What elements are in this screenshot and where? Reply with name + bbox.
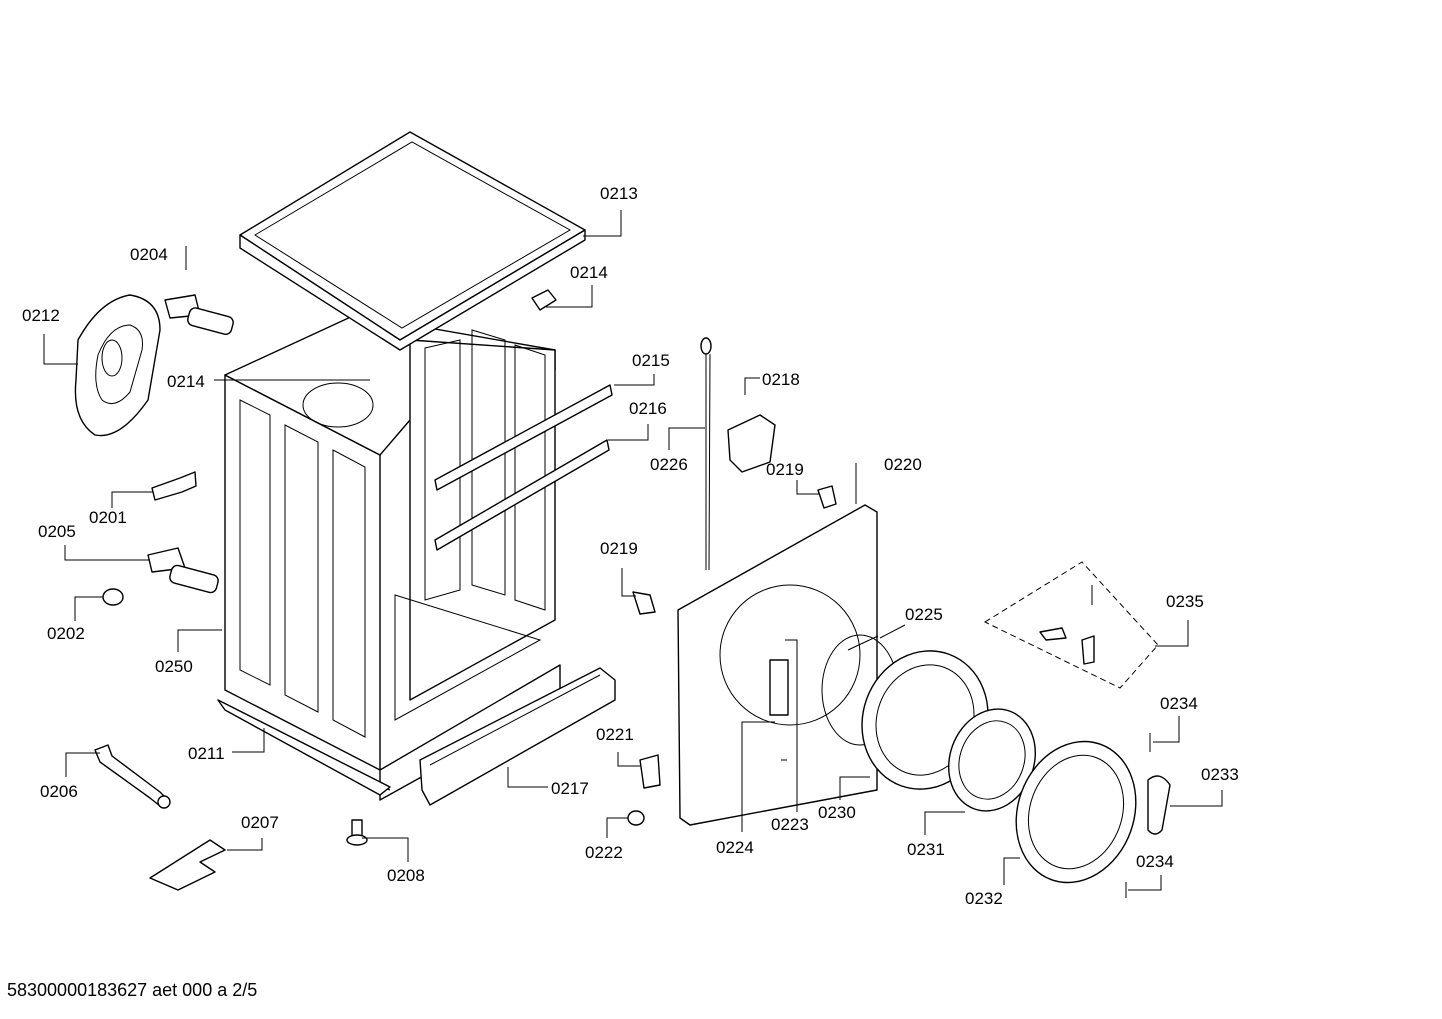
part-label-0206: 0206 [40,782,78,801]
part-label-0225: 0225 [905,605,943,624]
lock-0219-upper-drawing [817,485,837,509]
top-cover-drawing [239,131,586,351]
part-label-0220: 0220 [884,455,922,474]
part-label-0208: 0208 [387,866,425,885]
bracket-0207-drawing [149,839,226,891]
part-label-0235: 0235 [1166,592,1204,611]
part-label-0219-upper: 0219 [766,460,804,479]
part-label-0213: 0213 [600,184,638,203]
pin-0234-drawing [1125,733,1151,898]
door-ring-0232-drawing [1015,740,1137,884]
part-label-0215: 0215 [632,351,670,370]
cable-0226-drawing [700,337,712,571]
part-label-0234-upper: 0234 [1160,694,1198,713]
part-label-0233: 0233 [1201,765,1239,784]
part-label-0219-lower: 0219 [600,539,638,558]
rails-drawing [434,384,613,551]
part-label-0205: 0205 [38,522,76,541]
part-label-0216: 0216 [629,399,667,418]
part-labels: 0213 0204 0214 0212 0215 0214 0218 0216 … [22,184,1239,908]
foot-0208-drawing [346,819,368,846]
kit-0235-drawing [983,561,1159,689]
part-label-0211: 0211 [188,744,225,763]
drawer-0217-drawing [419,667,616,806]
part-label-0214-side: 0214 [167,372,205,391]
handle-0233-drawing [1147,775,1171,835]
part-label-0250: 0250 [155,657,193,676]
foot-0202-drawing [102,588,124,606]
part-label-0221: 0221 [596,725,634,744]
part-label-0214-top: 0214 [570,263,608,282]
clip-0201-drawing [151,471,197,501]
part-label-0212: 0212 [22,306,60,325]
part-label-0204: 0204 [130,245,168,264]
leader-lines [43,210,1223,891]
part-label-0207: 0207 [241,813,279,832]
module-0218-drawing [727,414,776,473]
front-panel-drawing [677,504,878,826]
door-glass-0231-drawing [948,708,1036,812]
part-label-0202: 0202 [47,624,85,643]
knob-0222-drawing [627,810,645,826]
part-label-0223: 0223 [771,815,809,834]
document-code: 58300000183627 aet 000 a 2/5 [7,980,258,1000]
part-label-0234-lower: 0234 [1136,852,1174,871]
shock-absorber-upper-drawing [164,294,234,335]
clip-0214-drawing [531,289,557,311]
hinge-0221-drawing [639,754,661,789]
part-label-0226: 0226 [650,455,688,474]
shock-absorber-lower-drawing [147,547,219,594]
lock-0219-lower-drawing [632,591,656,615]
part-label-0224: 0224 [716,838,754,857]
part-label-0217: 0217 [551,779,589,798]
part-label-0201: 0201 [89,508,127,527]
part-label-0230: 0230 [818,803,856,822]
part-label-0231: 0231 [907,840,945,859]
part-label-0222: 0222 [585,843,623,862]
part-label-0232: 0232 [965,889,1003,908]
cabinet-body-drawing [217,314,561,801]
rear-cover-drawing [74,294,161,437]
wrench-0206-drawing [94,744,171,809]
part-label-0218: 0218 [762,370,800,389]
